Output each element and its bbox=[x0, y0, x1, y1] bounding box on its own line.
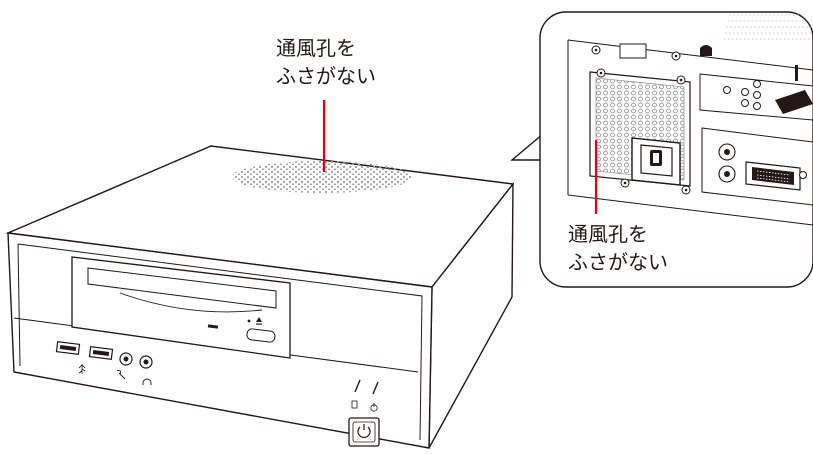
microphone-icon bbox=[116, 370, 126, 380]
screw-psu-1 bbox=[596, 68, 606, 78]
dvi-port[interactable] bbox=[745, 161, 801, 191]
eject-icon bbox=[256, 317, 262, 325]
power-button[interactable] bbox=[348, 417, 380, 447]
rear-top-edge bbox=[567, 39, 813, 71]
front-io-panel bbox=[55, 341, 153, 385]
usb-icon bbox=[78, 364, 86, 374]
screw-psu-4 bbox=[681, 185, 691, 195]
ps2-port-2[interactable] bbox=[718, 165, 736, 183]
screw-top-mid bbox=[671, 51, 681, 61]
usb-port-1[interactable] bbox=[55, 341, 81, 355]
usb-port-2[interactable] bbox=[88, 346, 114, 360]
optical-drive bbox=[71, 256, 291, 359]
top-vent-label-line2: ふさがない bbox=[276, 64, 376, 88]
eject-button[interactable] bbox=[246, 328, 276, 343]
drive-activity-led bbox=[207, 324, 219, 329]
top-vent-label-line1: 通風孔を bbox=[276, 36, 356, 60]
rear-panel-callout bbox=[510, 11, 813, 288]
power-inlet[interactable] bbox=[631, 137, 681, 186]
microphone-jack[interactable] bbox=[119, 352, 133, 366]
rear-vent-label-line2: ふさがない bbox=[568, 250, 668, 274]
case-front-bevel bbox=[17, 243, 423, 441]
hdd-led-icon bbox=[351, 400, 358, 409]
status-leds bbox=[351, 379, 379, 412]
rear-vent-label-line1: 通風孔を bbox=[568, 222, 648, 246]
headphone-jack[interactable] bbox=[139, 355, 153, 369]
rear-io-area bbox=[699, 65, 813, 206]
pc-case bbox=[5, 145, 515, 449]
power-icon bbox=[357, 424, 371, 438]
power-led-icon bbox=[370, 403, 378, 412]
screw-psu-3 bbox=[620, 178, 630, 188]
screw-psu-2 bbox=[676, 75, 686, 85]
psu-vent-panel bbox=[589, 68, 691, 195]
top-vent-label: 通風孔を ふさがない bbox=[276, 34, 376, 90]
top-vent-grille bbox=[232, 161, 412, 193]
ps2-port-1[interactable] bbox=[718, 143, 736, 161]
rear-vent-label: 通風孔を ふさがない bbox=[568, 220, 668, 276]
eject-dot-icon bbox=[247, 319, 251, 323]
screw-top-left bbox=[591, 45, 601, 55]
headphone-icon bbox=[142, 378, 152, 385]
